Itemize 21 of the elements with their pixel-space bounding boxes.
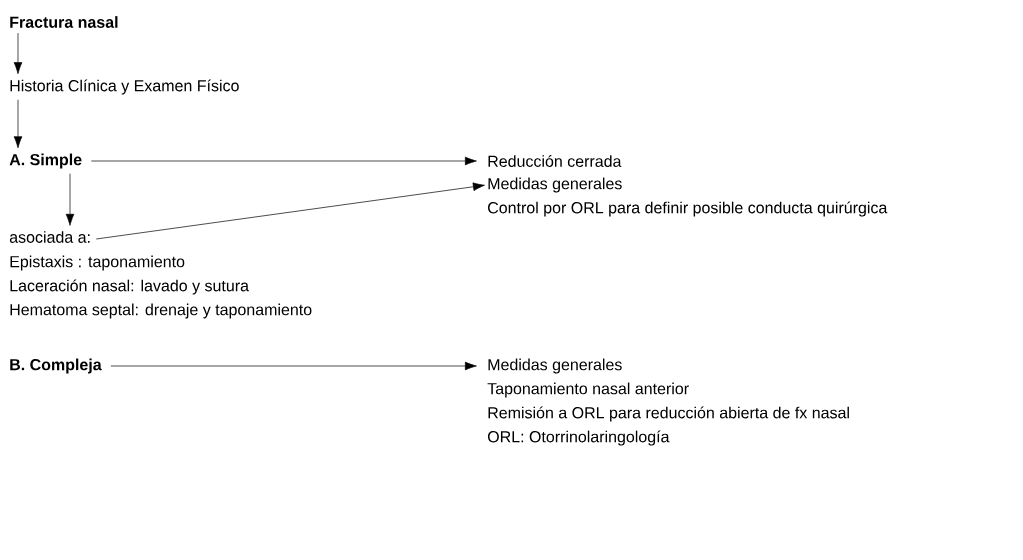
- arrow: [13, 99, 23, 149]
- arrow: [95, 182, 485, 240]
- heading-text: B. Compleja: [10, 358, 102, 374]
- note-text: Remisión a ORL para reducción abierta de fx nasal: [488, 406, 849, 422]
- heading-text: Fractura nasal: [10, 16, 118, 28]
- arrow: [65, 173, 75, 226]
- arrow: [110, 361, 477, 371]
- step-text: Reducción cerrada: [488, 155, 622, 167]
- note-text: Taponamiento nasal anterior: [487, 382, 689, 398]
- heading-text: A. Simple: [9, 153, 82, 169]
- note-text: Epistaxis : taponamiento: [10, 255, 185, 271]
- note-text: Control por ORL para definir posible conducta quirúrgica: [488, 201, 888, 217]
- note-text: ORL: Otorrinolaringología: [487, 430, 670, 446]
- note-text: Laceración nasal: lavado y sutura: [10, 279, 249, 295]
- step-text: Medidas generales: [488, 177, 622, 193]
- step-text: Medidas generales: [488, 358, 622, 374]
- arrow: [90, 156, 477, 166]
- step-text: asociada a:: [9, 231, 90, 243]
- step-text: Historia Clínica y Examen Físico: [10, 79, 239, 95]
- note-text: Hematoma septal: drenaje y taponamiento: [10, 303, 312, 319]
- arrow: [13, 32, 23, 75]
